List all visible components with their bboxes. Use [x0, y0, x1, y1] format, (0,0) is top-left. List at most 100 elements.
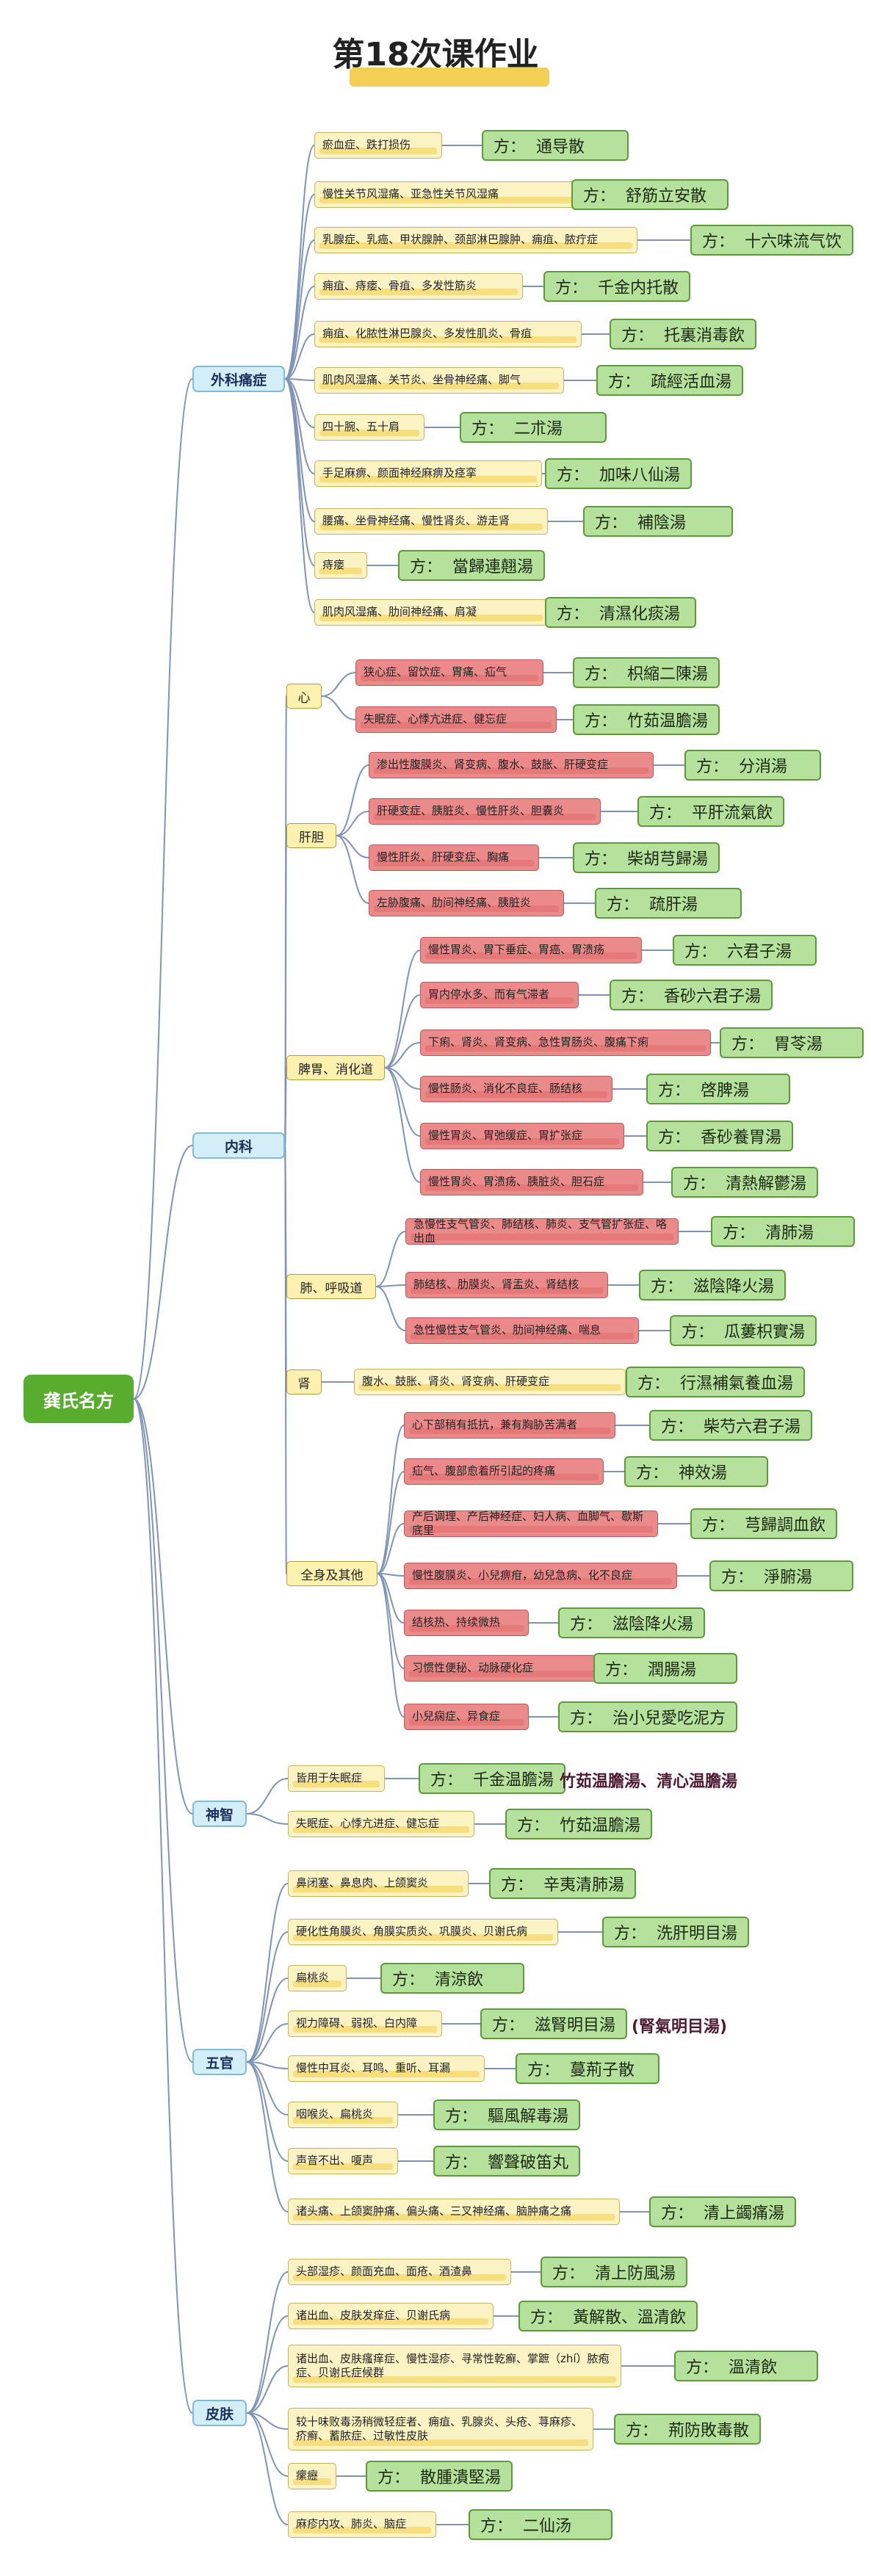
category-node: 外科痛症: [192, 366, 285, 392]
highlight-bar: [293, 1781, 380, 1787]
prescription-prefix: 方：: [410, 558, 443, 576]
highlight-bar: [293, 1980, 341, 1987]
symptom-text: 狭心症、留饮症、胃痛、疝气: [364, 665, 507, 679]
symptom-text: 痈疽、痔瘘、骨疽、多发性筋炎: [322, 279, 477, 293]
symptom-box: 疝气、腹部愈着所引起的疼痛: [404, 1458, 604, 1485]
symptom-text: 失眠症、心悸亢进症、健忘症: [364, 712, 507, 726]
prescription-box: 方：淨腑湯: [709, 1560, 853, 1591]
prescription-name: 蔓荊子散: [570, 2057, 635, 2080]
symptom-text: 瘰癧: [296, 2469, 319, 2483]
prescription-prefix: 方：: [517, 1817, 550, 1835]
prescription-box: 方：二朮湯: [460, 412, 607, 443]
connector-line: [321, 695, 356, 720]
symptom-text: 扁桃炎: [296, 1971, 330, 1985]
prescription-box: 方：荊防敗毒散: [614, 2414, 762, 2445]
connector-line: [284, 194, 315, 380]
symptom-box: 产后调理、产后神经症、妇人病、血脚气、歇斯底里: [404, 1510, 658, 1537]
prescription-box: 方：竹茹温膽湯: [573, 704, 720, 735]
connector-line: [246, 1883, 289, 2063]
symptom-box: 诸出血、皮肤瘙痒症、慢性湿疹、寻常性乾癬、掌蹠（zhí）脓疱症、贝谢氏症候群: [288, 2345, 621, 2387]
highlight-bar: [293, 2026, 437, 2033]
connector-line: [246, 2023, 289, 2063]
highlight-bar: [411, 1287, 603, 1294]
connector-line: [284, 333, 315, 380]
highlight-bar: [319, 383, 559, 389]
symptom-box: 诸头痛、上颌窦肿痛、偏头痛、三叉神经痛、脑肿痛之痛: [288, 2199, 620, 2225]
highlight-bar: [319, 242, 632, 249]
category-node: 神智: [192, 1801, 247, 1827]
prescription-prefix: 方：: [696, 758, 729, 776]
prescription-box: 方：芎歸調血飲: [690, 1508, 838, 1539]
category-node: 内科: [192, 1132, 285, 1159]
prescription-box: 方：辛夷清肺湯: [489, 1868, 637, 1899]
connector-line: [377, 1425, 405, 1574]
connector-line: [375, 1286, 406, 1331]
highlight-bar: [293, 2439, 588, 2446]
prescription-box: 方：香砂六君子湯: [610, 980, 773, 1010]
prescription-name: 黃解散、溫清飲: [573, 2304, 687, 2328]
prescription-prefix: 方：: [637, 1375, 671, 1393]
symptom-box: 较十味败毒汤稍微轻症者、痈疽、乳腺炎、头疮、荨麻疹、疥癣、蓄脓症、过敏性皮肤: [288, 2408, 593, 2450]
symptom-box: 硬化性角膜炎、角膜实质炎、巩膜炎、贝谢氏病: [288, 1919, 558, 1945]
symptom-box: 慢性肝炎、肝硬变症、胸痛: [369, 844, 539, 871]
connector-line: [246, 2271, 289, 2414]
prescription-note: (腎氣明目湯): [632, 2018, 728, 2036]
prescription-prefix: 方：: [480, 2517, 513, 2536]
connector-line: [246, 2061, 289, 2162]
connector-line: [133, 1398, 193, 1815]
prescription-name: 香砂養胃湯: [701, 1124, 782, 1148]
prescription-name: 滋陰降火湯: [612, 1611, 694, 1635]
symptom-text: 声音不出、嗄声: [296, 2154, 374, 2168]
prescription-prefix: 方：: [649, 804, 682, 822]
prescription-prefix: 方：: [585, 665, 618, 684]
prescription-box: 方：啓脾湯: [646, 1074, 790, 1104]
prescription-name: 清上防風湯: [595, 2260, 676, 2284]
category-node: 皮肤: [192, 2400, 247, 2426]
organ-group-node: 肝胆: [286, 823, 336, 848]
symptom-box: 结核热、持续微热: [404, 1610, 529, 1636]
symptom-text: 咽喉炎、扁桃炎: [296, 2108, 374, 2121]
prescription-prefix: 方：: [684, 943, 718, 961]
prescription-prefix: 方：: [621, 988, 654, 1006]
prescription-name: 治小兒愛吃泥方: [612, 1705, 726, 1729]
prescription-prefix: 方：: [702, 233, 735, 251]
symptom-text: 乳腺症、乳癌、甲状腺肿、颈部淋巴腺肿、痈疽、脓疔症: [322, 233, 599, 247]
symptom-text: 失眠症、心悸亢进症、健忘症: [296, 1817, 440, 1831]
highlight-bar: [319, 289, 518, 295]
symptom-text: 痔瘘: [322, 558, 345, 572]
prescription-prefix: 方：: [492, 2016, 525, 2035]
symptom-box: 乳腺症、乳癌、甲状腺肿、颈部淋巴腺肿、痈疽、脓疔症: [314, 227, 637, 253]
connector-line: [246, 1813, 289, 1825]
connector-line: [284, 286, 315, 380]
prescription-prefix: 方：: [607, 896, 640, 914]
prescription-box: 方：溫清飲: [674, 2351, 818, 2381]
symptom-box: 慢性胃炎、胃弛缓症、胃扩张症: [420, 1123, 624, 1149]
prescription-box: 方：瓜蔞枳實湯: [670, 1315, 817, 1346]
prescription-name: 當歸連翹湯: [452, 554, 534, 577]
title-highlight: [350, 68, 549, 87]
highlight-bar: [409, 1526, 653, 1533]
prescription-prefix: 方：: [527, 2061, 560, 2080]
symptom-text: 慢性胃炎、胃下垂症、胃癌、胃溃疡: [428, 943, 605, 957]
prescription-name: 柴胡芎歸湯: [627, 846, 709, 869]
symptom-text: 诸出血、皮肤发痒症、贝谢氏病: [296, 2309, 451, 2323]
symptom-box: 胃内停水多、而有气滞者: [420, 982, 579, 1008]
prescription-box: 方：潤腸湯: [593, 1653, 737, 1684]
connector-line: [377, 1523, 405, 1574]
prescription-box: 方：二仙汤: [469, 2509, 612, 2540]
connector-line: [377, 1573, 405, 1577]
connector-line: [284, 239, 315, 380]
symptom-text: 慢性腹膜炎、小兒痹疳，幼兒急病、化不良症: [412, 1569, 633, 1582]
symptom-text: 急性慢性支气管炎、肋间神经痛、喘息: [413, 1323, 601, 1337]
prescription-prefix: 方：: [595, 514, 628, 532]
connector-line: [384, 1042, 421, 1068]
prescription-box: 方：神效湯: [624, 1456, 768, 1487]
connector-line: [336, 764, 369, 836]
symptom-text: 痈疽、化脓性淋巴腺炎、多发性肌炎、骨疽: [322, 327, 532, 341]
symptom-box: 失眠症、心悸亢进症、健忘症: [288, 1811, 474, 1837]
connector-line: [384, 994, 421, 1068]
highlight-bar: [374, 860, 534, 866]
prescription-box: 方：胃苓湯: [720, 1027, 864, 1058]
prescription-prefix: 方：: [683, 1175, 716, 1193]
symptom-text: 诸头痛、上颌窦肿痛、偏头痛、三叉神经痛、脑肿痛之痛: [296, 2204, 572, 2218]
